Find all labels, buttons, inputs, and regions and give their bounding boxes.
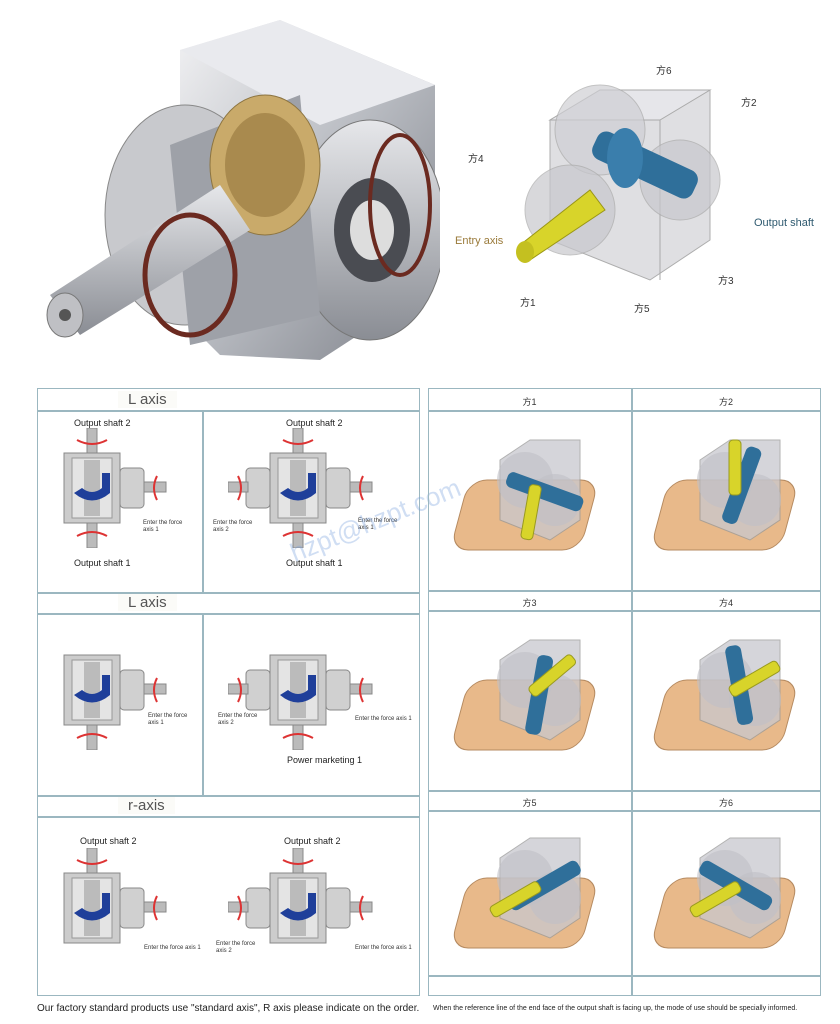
gearbox-schematic [228,654,373,750]
label-f5: 方5 [634,304,650,315]
input-axis-label: Enter the force axis 1 [143,520,183,533]
gearbox-schematic [228,428,373,548]
orientation-render-f3 [453,639,596,751]
label-f1: 方1 [520,298,536,309]
input-axis-1-label: Enter the force axis 1 [355,716,412,722]
orientation-render-f2 [653,439,796,551]
gearbox-schematic [63,654,167,750]
section-title-l-axis-2: L axis [118,594,177,611]
input-axis-2-label: Enter the force axis 2 [216,941,256,954]
cell-title-f3: 方3 [522,598,537,608]
label-f6: 方6 [656,66,672,77]
power-marketing-label: Power marketing 1 [287,755,363,765]
cell-title-f1: 方1 [522,397,537,407]
entry-axis-label: Entry axis [455,235,504,247]
label-f3: 方3 [718,276,734,287]
input-axis-1-label: Enter the force axis 1 [355,945,412,951]
output-shaft-2-label: Output shaft 2 [80,836,137,846]
footer-note-left: Our factory standard products use "stand… [37,1003,420,1014]
orientation-grid-panel [428,388,821,996]
output-shaft-label: Output shaft [754,217,814,229]
section-title-l-axis-1: L axis [118,391,177,408]
label-f2: 方2 [741,98,757,109]
input-axis-2-label: Enter the force axis 2 [213,520,253,533]
orientation-render-f1 [453,439,596,551]
cell-title-f4: 方4 [718,598,733,608]
orientation-render-f4 [653,639,796,751]
transparent-gearbox-diagram [516,84,721,281]
input-axis-2-label: Enter the force axis 2 [218,713,258,726]
gearbox-schematic [63,428,167,548]
gearbox-schematic [228,848,373,944]
orientation-render-f5 [453,837,596,949]
output-shaft-2-label: Output shaft 2 [74,418,131,428]
input-axis-1-label: Enter the force axis 1 [358,518,398,531]
gearbox-schematic [63,848,167,944]
cell-title-f2: 方2 [718,397,733,407]
axis-config-panel [37,388,420,996]
footer-note-right: When the reference line of the end face … [433,1005,798,1012]
output-shaft-1-label: Output shaft 1 [74,558,131,568]
section-title-r-axis: r-axis [118,797,175,814]
cell-title-f6: 方6 [718,798,733,808]
output-shaft-1-label: Output shaft 1 [286,558,343,568]
input-axis-label: Enter the force axis 1 [144,945,201,951]
cell-title-f5: 方5 [522,798,537,808]
orientation-render-f6 [653,837,796,949]
input-axis-label: Enter the force axis 1 [148,713,188,726]
output-shaft-2-label: Output shaft 2 [286,418,343,428]
gearbox-cutaway-photo [46,20,440,360]
output-shaft-2-label: Output shaft 2 [284,836,341,846]
label-f4: 方4 [468,154,484,165]
